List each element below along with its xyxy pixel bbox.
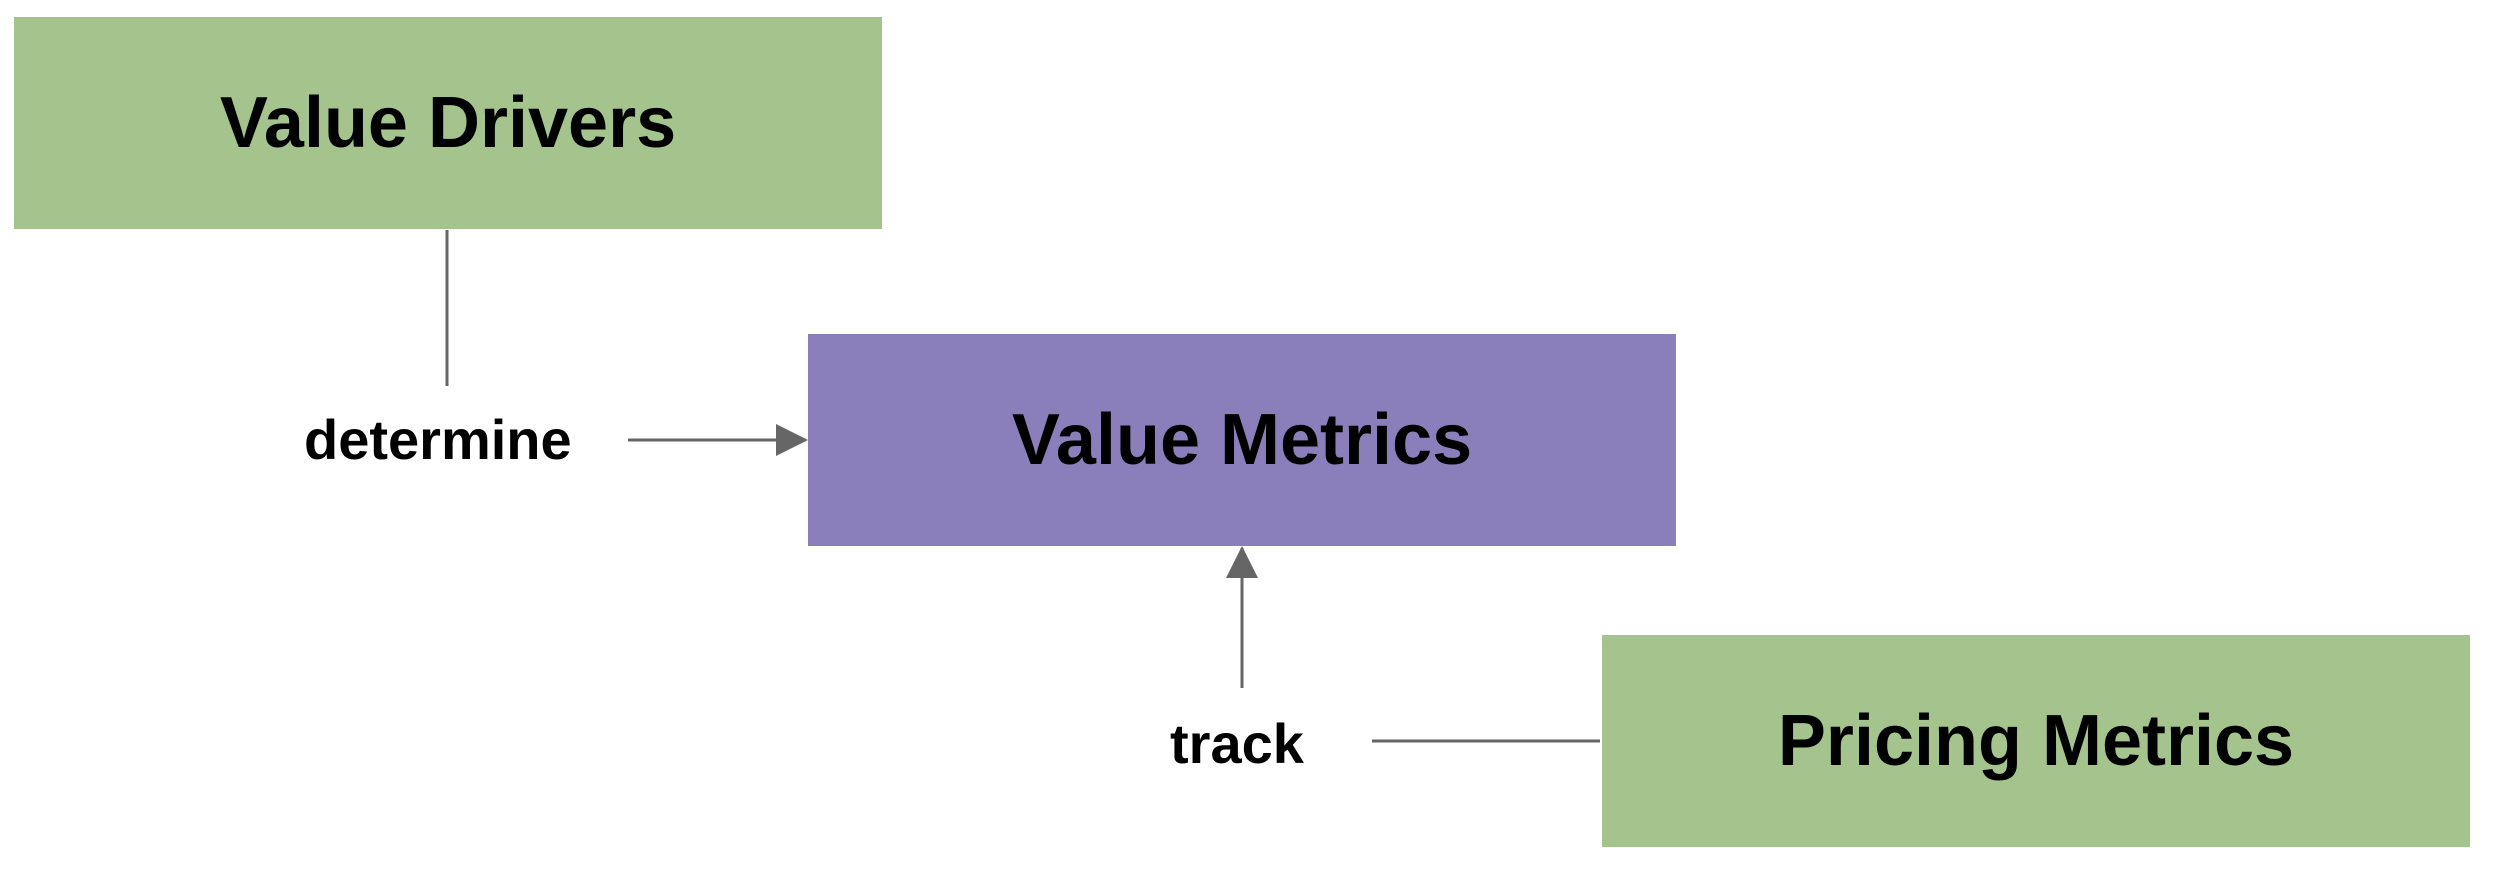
value-metrics-node: Value Metrics — [808, 334, 1676, 546]
track-label: track — [1170, 712, 1304, 775]
value-drivers-node: Value Drivers — [14, 17, 882, 229]
determine-label: determine — [304, 408, 572, 471]
pricing-metrics-node: Pricing Metrics — [1602, 635, 2470, 847]
